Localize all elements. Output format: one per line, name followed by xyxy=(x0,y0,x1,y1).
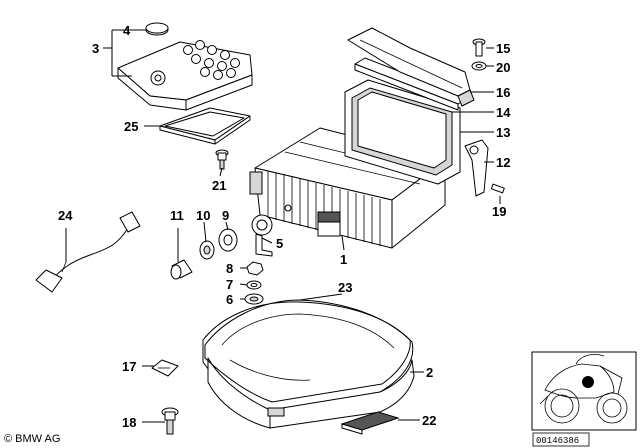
callout-14: 14 xyxy=(496,105,511,120)
callout-9: 9 xyxy=(222,208,229,223)
callout-18: 18 xyxy=(122,415,136,430)
locator-box: 00146386 xyxy=(531,351,637,447)
pad-22 xyxy=(340,411,400,435)
callout-21: 21 xyxy=(212,178,226,193)
washer-20 xyxy=(471,61,487,71)
leader-lines xyxy=(65,29,501,423)
seal-23 xyxy=(204,299,411,403)
clip-17 xyxy=(151,359,179,377)
tray-housing xyxy=(202,301,415,429)
cable-lug-5 xyxy=(251,214,273,257)
callout-8: 8 xyxy=(226,261,233,276)
callout-2: 2 xyxy=(426,365,433,380)
callout-3: 3 xyxy=(92,41,99,56)
connector-cap xyxy=(145,22,169,36)
ring-9 xyxy=(218,228,238,252)
callout-1: 1 xyxy=(340,252,347,267)
bracket-16 xyxy=(347,27,475,107)
callout-24: 24 xyxy=(58,208,73,223)
callout-22: 22 xyxy=(422,413,436,428)
callout-4: 4 xyxy=(123,23,131,38)
pin-19 xyxy=(490,183,505,194)
mounting-frame xyxy=(344,79,461,185)
callout-19: 19 xyxy=(492,204,506,219)
callout-16: 16 xyxy=(496,85,510,100)
cable-24 xyxy=(35,211,141,293)
bolt-15 xyxy=(472,38,486,57)
callout-15: 15 xyxy=(496,41,510,56)
motorcycle-locator-icon xyxy=(539,354,628,424)
connector-block xyxy=(117,40,253,111)
screw-18 xyxy=(161,407,179,435)
nut-8 xyxy=(246,261,264,276)
callout-13: 13 xyxy=(496,125,510,140)
bush-10 xyxy=(199,240,215,260)
callout-6: 6 xyxy=(226,292,233,307)
cover-plate xyxy=(159,107,251,145)
washer-7 xyxy=(246,280,262,290)
image-number: 00146386 xyxy=(536,436,579,446)
copyright-text: © BMW AG xyxy=(4,433,60,445)
bracket-12 xyxy=(464,139,489,197)
callout-23: 23 xyxy=(338,280,352,295)
callout-5: 5 xyxy=(276,236,283,251)
callout-11: 11 xyxy=(170,208,184,223)
callout-10: 10 xyxy=(196,208,210,223)
callout-12: 12 xyxy=(496,155,510,170)
screw-21 xyxy=(215,149,229,170)
callout-17: 17 xyxy=(122,359,136,374)
nut-6 xyxy=(244,293,264,305)
grommet-11 xyxy=(170,259,193,280)
callout-25: 25 xyxy=(124,119,138,134)
callout-labels: 3 4 25 21 15 20 16 14 13 12 19 1 5 24 11… xyxy=(58,23,511,430)
callout-7: 7 xyxy=(226,277,233,292)
callout-20: 20 xyxy=(496,60,510,75)
